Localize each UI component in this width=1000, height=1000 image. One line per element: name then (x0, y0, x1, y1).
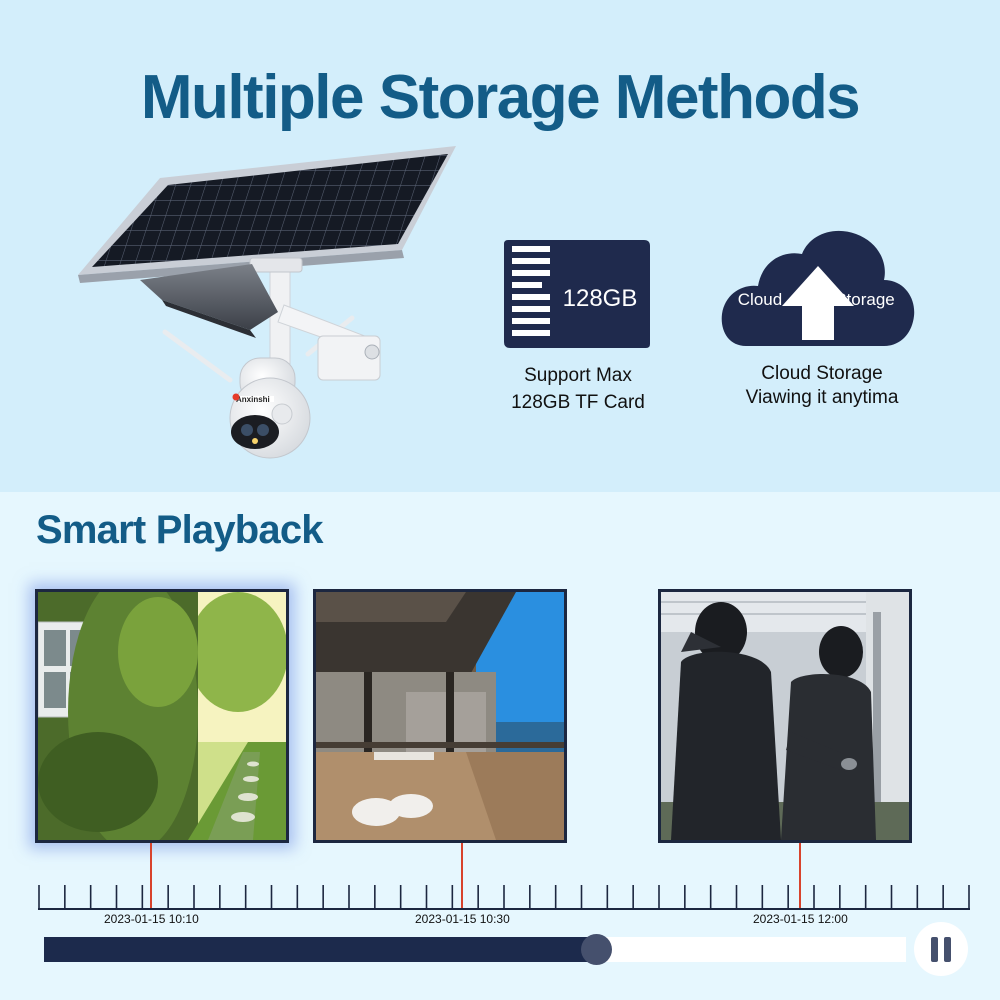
cloud-right-word: Storage (835, 290, 895, 309)
intruders-scene-image (661, 592, 909, 840)
sd-capacity: 128GB (563, 285, 638, 312)
playback-thumbnail-intruders[interactable] (658, 589, 912, 843)
sd-card-icon: 128GB (504, 240, 650, 348)
timeline-ruler[interactable] (38, 880, 970, 912)
cloud-caption-line1: Cloud Storage (761, 363, 883, 384)
timestamp-1: 2023-01-15 10:10 (104, 912, 199, 926)
cloud-caption-line2: Viawing it anytima (745, 387, 899, 408)
pause-button[interactable] (914, 922, 968, 976)
progress-fill (44, 937, 596, 962)
section-title: Smart Playback (36, 508, 324, 552)
progress-thumb[interactable] (581, 934, 612, 965)
timestamp-3: 2023-01-15 12:00 (753, 912, 848, 926)
storage-section: Multiple Storage Methods (0, 0, 1000, 492)
sd-card-caption: Support Max 128GB TF Card (473, 362, 683, 416)
cloud-left-word: Cloud (738, 290, 782, 309)
garden-scene-image (38, 592, 286, 840)
cloud-caption: Cloud Storage Viawing it anytima (712, 362, 932, 410)
page-title: Multiple Storage Methods (140, 63, 861, 132)
terrace-scene-image (316, 592, 564, 840)
sd-caption-line1: Support Max (524, 365, 632, 386)
timeline-marker-1 (150, 843, 152, 910)
pause-icon-bar (944, 937, 951, 962)
timeline-marker-3 (799, 843, 801, 910)
solar-camera-image: Anxinshi (78, 146, 456, 459)
cloud-upload-icon: Cloud Storage (721, 230, 915, 346)
playback-progress-bar[interactable] (44, 934, 906, 965)
timeline-marker-2 (461, 843, 463, 910)
playback-thumbnail-terrace[interactable] (313, 589, 567, 843)
brand-text: Anxinshi (236, 395, 270, 404)
timestamp-2: 2023-01-15 10:30 (415, 912, 510, 926)
sd-caption-line2: 128GB TF Card (511, 392, 645, 413)
playback-thumbnail-garden[interactable] (35, 589, 289, 843)
pause-icon (931, 937, 938, 962)
